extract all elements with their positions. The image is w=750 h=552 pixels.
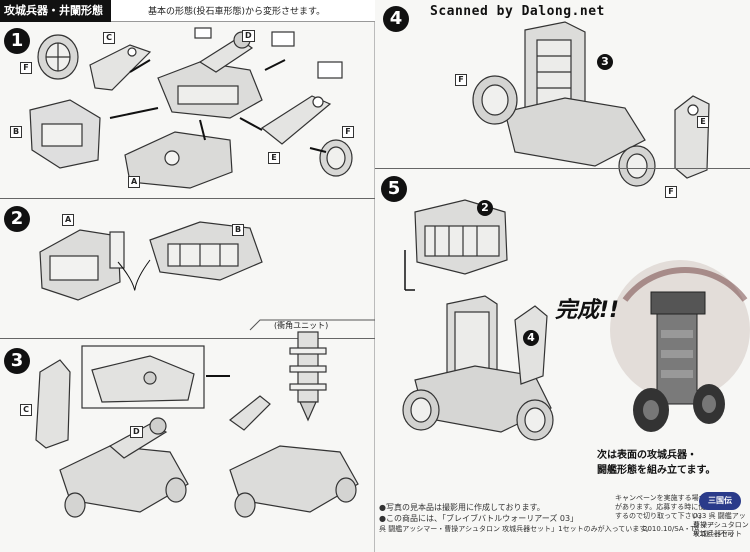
product-line-1: 033 呉 闘艦アッシマー <box>693 512 746 529</box>
part-label-f-step4: F <box>455 74 467 86</box>
step-number-5: 5 <box>381 176 407 202</box>
part-label-f: F <box>20 62 32 74</box>
right-page: 4 Scanned by Dalong.net F E F 3 5 <box>375 0 750 552</box>
page-title: 攻城兵器・井闌形態 <box>0 0 111 22</box>
product-line-3: ※コピー不可 <box>693 530 734 538</box>
step4-subnum-3: 3 <box>597 54 613 70</box>
header-bar: 攻城兵器・井闌形態 基本の形態(投石車形態)から変形させます。 <box>0 0 375 22</box>
step5-illustration <box>402 199 750 441</box>
part-label-a-step2: A <box>62 214 75 226</box>
divider-1 <box>0 198 375 199</box>
completion-text-line2: 闘艦形態を組み立てます。 <box>597 465 716 476</box>
step5-subnum-4: 4 <box>523 330 539 346</box>
divider-3 <box>375 168 750 169</box>
completion-badge: 完成!! <box>555 298 620 323</box>
part-label-f2: F <box>342 126 354 138</box>
step-number-1: 1 <box>4 28 30 54</box>
ram-unit-callout: (衝角ユニット) <box>274 321 329 330</box>
part-label-f2-step4: F <box>665 186 677 198</box>
part-label-e-step4: E <box>697 116 709 128</box>
step-number-3: 3 <box>4 348 30 374</box>
step1-illustration <box>29 27 353 189</box>
part-label-e: E <box>268 152 280 164</box>
part-label-d: D <box>242 30 255 42</box>
campaign-line-2: があります。応募する時に使用 <box>615 503 713 511</box>
step4-illustration <box>472 21 710 187</box>
campaign-line-3: するので切り取って下さい。 <box>615 512 706 520</box>
divider-2 <box>0 338 375 339</box>
scan-credit: Scanned by Dalong.net <box>430 4 605 19</box>
step5-subnum-2: 2 <box>477 200 493 216</box>
step3-illustration <box>35 319 375 518</box>
part-label-d-step3: D <box>130 426 143 438</box>
campaign-line-1: キャンペーンを実施する場合 <box>615 494 706 502</box>
completion-text-line1: 次は表面の攻城兵器・ <box>597 450 697 461</box>
step2-illustration <box>39 221 263 301</box>
part-label-b: B <box>10 126 23 138</box>
left-page: 攻城兵器・井闌形態 基本の形態(投石車形態)から変形させます。 1 <box>0 0 375 552</box>
footer-note-3: 呉 闘艦アッシマー・曹操アシュタロン 攻城兵器セット」1セットのみが入っています… <box>379 525 653 533</box>
page-subtitle: 基本の形態(投石車形態)から変形させます。 <box>148 7 326 17</box>
step-number-4: 4 <box>383 6 409 32</box>
footer-note-1: ●写真の見本品は撮影用に作成しております。 <box>379 503 545 512</box>
product-line-2: 曹操アシュタロン 攻城兵器セット <box>693 521 749 538</box>
step-number-2: 2 <box>4 206 30 232</box>
footer-note-2: ●この商品には、「ブレイブバトルウォーリアーズ 03」 <box>379 514 579 523</box>
series-logo: 三国伝 <box>699 492 741 510</box>
part-label-c-step3: C <box>20 404 32 416</box>
part-label-a: A <box>128 176 141 188</box>
part-label-c: C <box>103 32 115 44</box>
print-code: 2010.10/SA・TA <box>643 525 700 533</box>
part-label-b-step2: B <box>232 224 245 236</box>
